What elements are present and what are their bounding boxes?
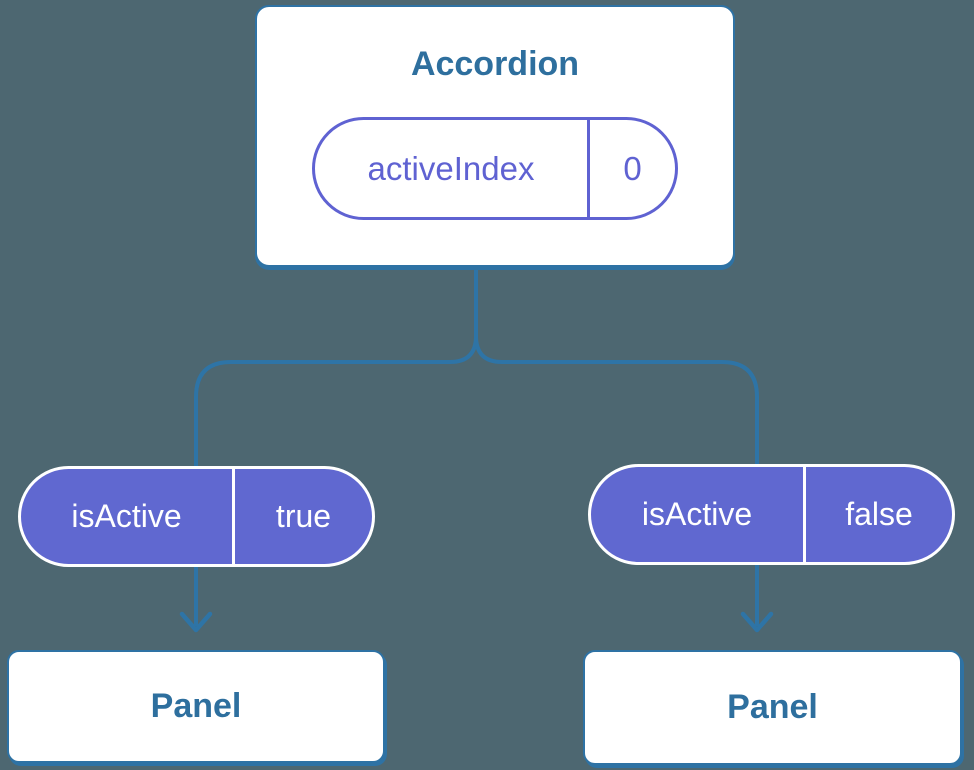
component-title: Panel [150, 687, 242, 725]
component-title: Panel [727, 688, 818, 726]
panel-component-card-right: Panel [583, 650, 962, 765]
prop-name-label: isActive [591, 467, 806, 562]
component-title: Accordion [410, 45, 580, 83]
state-name-label: activeIndex [315, 120, 590, 217]
state-pill: activeIndex 0 [312, 117, 678, 220]
arrow-down-icon [179, 611, 213, 633]
accordion-component-card: Accordion activeIndex 0 [255, 5, 735, 267]
connector-left-branch [194, 262, 478, 626]
prop-value-label: true [275, 498, 332, 534]
prop-value-label: false [845, 496, 913, 532]
prop-pill-isactive-false: isActive false [588, 464, 955, 565]
arrow-down-icon [740, 611, 774, 633]
prop-pill-isactive-true: isActive true [18, 466, 375, 567]
state-value-label: 0 [623, 149, 642, 187]
prop-name-label: isActive [21, 469, 235, 564]
connector-right-branch [474, 262, 759, 626]
panel-component-card-left: Panel [7, 650, 385, 763]
